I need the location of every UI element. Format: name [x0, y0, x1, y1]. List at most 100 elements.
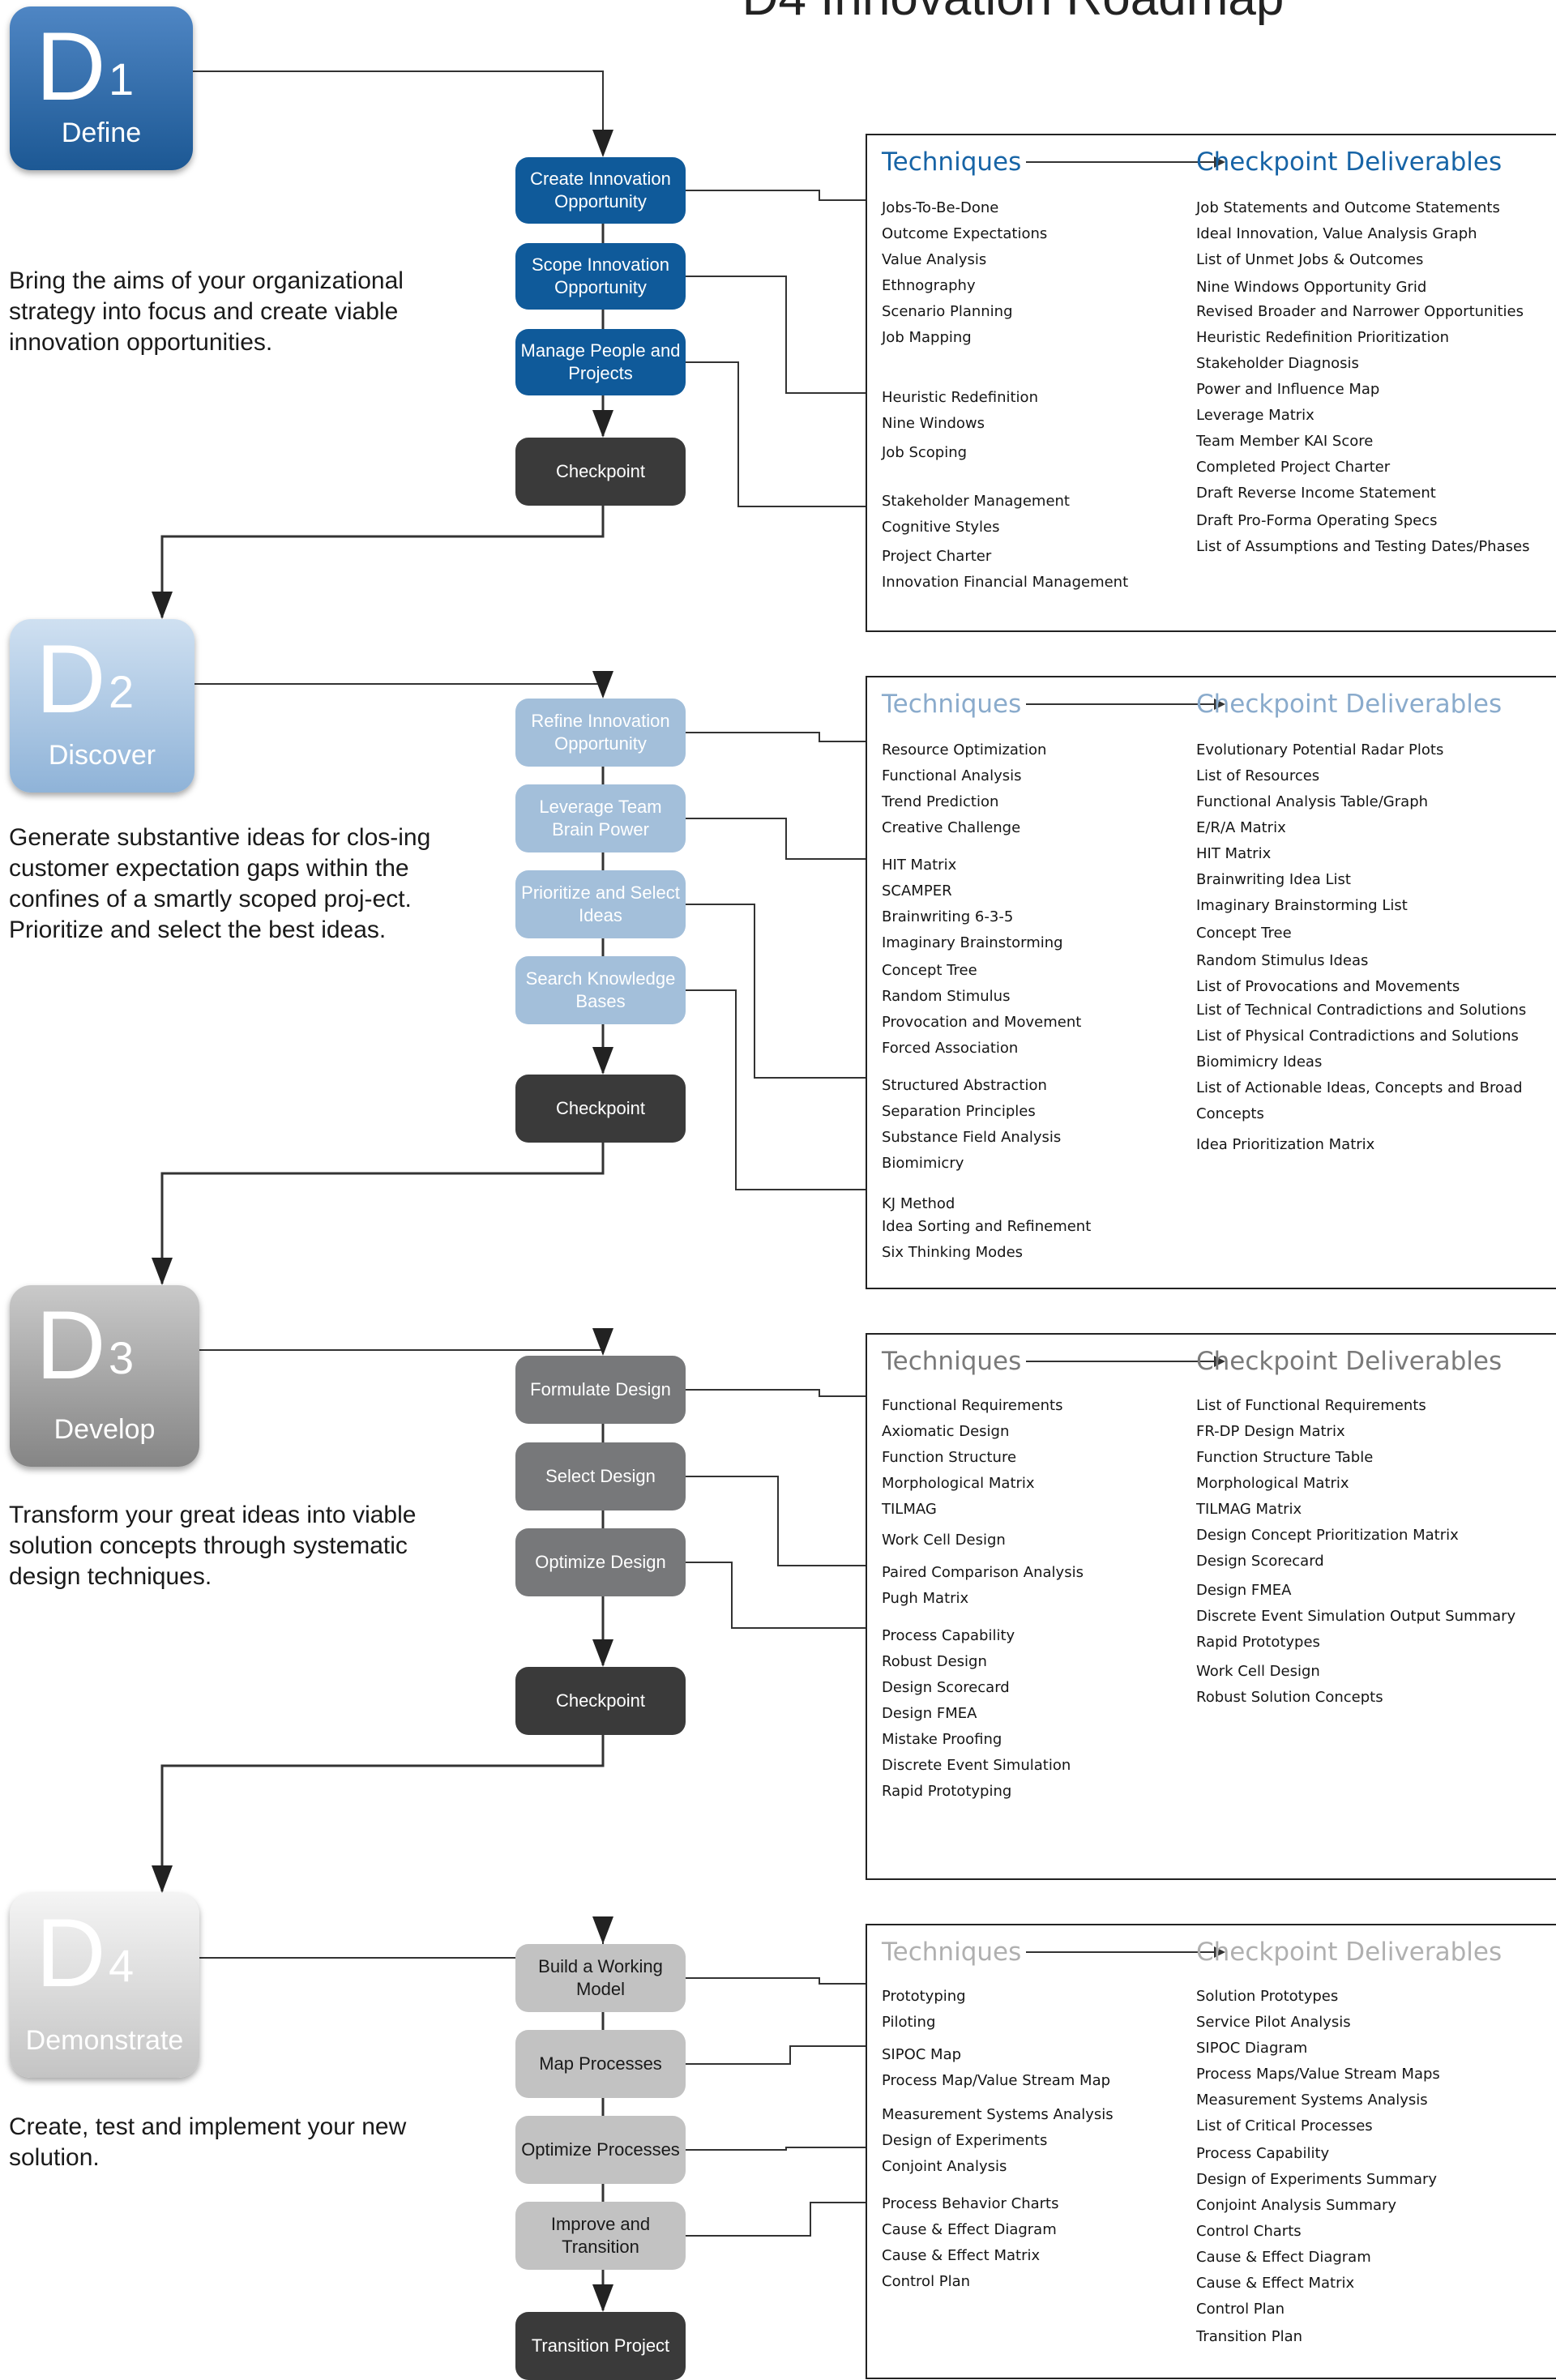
stage-2-step-3[interactable]: Prioritize and Select Ideas: [515, 870, 686, 938]
technique-item: Control Plan: [882, 2273, 971, 2290]
stage-4-number: 4: [109, 1940, 135, 1991]
deliverable-item: Function Structure Table: [1196, 1449, 1374, 1466]
stage-1-description: Bring the aims of your organizational st…: [9, 267, 404, 356]
stage-3-number: 3: [109, 1332, 135, 1383]
deliverable-item: Random Stimulus Ideas: [1196, 952, 1369, 969]
stage-3-step-1[interactable]: Formulate Design: [515, 1356, 686, 1424]
stage-4-heading-arrow: [1026, 1946, 1225, 1958]
technique-item: HIT Matrix: [882, 857, 957, 874]
stage-2-step-1-link: [686, 732, 866, 742]
stage-3-step-3[interactable]: Optimize Design: [515, 1528, 686, 1596]
technique-item: Morphological Matrix: [882, 1475, 1035, 1492]
stage-1-step-2-link: [686, 276, 866, 394]
technique-item: Imaginary Brainstorming: [882, 934, 1063, 951]
technique-item: Nine Windows: [882, 415, 985, 432]
stage-3-step-3-link: [686, 1562, 866, 1629]
stage-3-name: Develop: [53, 1414, 156, 1445]
technique-item: Work Cell Design: [882, 1532, 1006, 1549]
stage-3-checkpoint[interactable]: Checkpoint: [515, 1667, 686, 1735]
stage-3-step-1-link: [686, 1389, 866, 1397]
deliverable-item: Design of Experiments Summary: [1196, 2171, 1438, 2188]
stage-2-step-1[interactable]: Refine Innovation Opportunity: [515, 699, 686, 767]
stage-4-step-1[interactable]: Build a Working Model: [515, 1944, 686, 2012]
technique-item: Scenario Planning: [882, 303, 1013, 320]
technique-item: Provocation and Movement: [882, 1014, 1082, 1031]
technique-item: Process Capability: [882, 1627, 1015, 1644]
page-title: D4 Innovation Roadmap: [567, 0, 1459, 27]
deliverable-item: Process Capability: [1196, 2145, 1330, 2162]
deliverable-item: Draft Pro-Forma Operating Specs: [1196, 512, 1438, 529]
technique-item: Cause & Effect Diagram: [882, 2221, 1057, 2238]
deliverable-item: Heuristic Redefinition Prioritization: [1196, 329, 1450, 346]
deliverable-item: FR-DP Design Matrix: [1196, 1423, 1345, 1440]
technique-item: Function Structure: [882, 1449, 1017, 1466]
technique-item: Stakeholder Management: [882, 493, 1070, 510]
stage-2-exit-line: [160, 1143, 605, 1284]
stage-4-checkpoint-arrow: [592, 2284, 613, 2312]
stage-3-step-2[interactable]: Select Design: [515, 1442, 686, 1510]
deliverable-item: Rapid Prototypes: [1196, 1634, 1320, 1651]
stage-1-heading-arrow: [1026, 156, 1225, 168]
technique-item: Job Mapping: [882, 329, 972, 346]
technique-item: Prototyping: [882, 1988, 966, 2005]
stage-4-checkpoint[interactable]: Transition Project: [515, 2312, 686, 2380]
technique-item: Forced Association: [882, 1040, 1019, 1057]
stage-1-step-2[interactable]: Scope Innovation Opportunity: [515, 243, 686, 310]
deliverable-item: Morphological Matrix: [1196, 1475, 1349, 1492]
deliverable-item: Concept Tree: [1196, 925, 1292, 942]
technique-item: Conjoint Analysis: [882, 2158, 1007, 2175]
deliverable-item: Design Concept Prioritization Matrix: [1196, 1527, 1459, 1544]
stage-2-heading-arrow: [1026, 699, 1225, 710]
technique-item: SIPOC Map: [882, 2046, 962, 2063]
deliverable-item: Draft Reverse Income Statement: [1196, 485, 1436, 502]
stage-4-step-1-link: [686, 1977, 866, 1985]
deliverable-item: Revised Broader and Narrower Opportuniti…: [1196, 303, 1524, 320]
technique-item: Axiomatic Design: [882, 1423, 1010, 1440]
technique-item: Separation Principles: [882, 1103, 1036, 1120]
technique-item: Design FMEA: [882, 1705, 977, 1722]
stage-1-entry-arrow: [592, 130, 613, 157]
deliverable-item: Completed Project Charter: [1196, 459, 1391, 476]
stage-3-exit-arrow: [152, 1865, 173, 1893]
stage-1-step-1[interactable]: Create Innovation Opportunity: [515, 157, 686, 224]
stage-4-step-3[interactable]: Optimize Processes: [515, 2116, 686, 2184]
stage-2-checkpoint[interactable]: Checkpoint: [515, 1075, 686, 1143]
stage-4-step-4[interactable]: Improve and Transition: [515, 2202, 686, 2270]
stage-1-checkpoint-arrow: [592, 410, 613, 438]
stage-1-step-3[interactable]: Manage People and Projects: [515, 329, 686, 395]
stage-2-exit-arrow: [152, 1258, 173, 1285]
stage-2-step-4-link: [686, 989, 866, 1190]
stage-2-step-2[interactable]: Leverage Team Brain Power: [515, 784, 686, 852]
technique-item: Jobs-To-Be-Done: [882, 199, 999, 216]
stage-4-deliverables-heading: Checkpoint Deliverables: [1196, 1938, 1503, 1967]
stage-2-description: Generate substantive ideas for clos-ing …: [9, 824, 431, 943]
technique-item: Ethnography: [882, 277, 976, 294]
stage-2-number: 2: [109, 666, 135, 717]
stage-4-step-2[interactable]: Map Processes: [515, 2030, 686, 2098]
stage-1-checkpoint[interactable]: Checkpoint: [515, 438, 686, 506]
technique-item: Robust Design: [882, 1653, 987, 1670]
stage-1-letter: D: [36, 12, 106, 121]
technique-item: Heuristic Redefinition: [882, 389, 1038, 406]
stage-2-name: Discover: [48, 740, 156, 771]
deliverable-item: E/R/A Matrix: [1196, 819, 1286, 836]
technique-item: Structured Abstraction: [882, 1077, 1047, 1094]
stage-4-step-2-link: [686, 2045, 866, 2065]
deliverable-item: Solution Prototypes: [1196, 1988, 1339, 2005]
technique-item: Trend Prediction: [882, 793, 999, 810]
stage-1-exit-arrow: [152, 592, 173, 619]
stage-1-techniques-heading: Techniques: [882, 147, 1022, 177]
stage-2-step-3-link: [686, 904, 866, 1079]
technique-item: Functional Requirements: [882, 1397, 1063, 1414]
technique-item: Pugh Matrix: [882, 1590, 969, 1607]
technique-item: Measurement Systems Analysis: [882, 2106, 1114, 2123]
deliverable-item: Biomimicry Ideas: [1196, 1053, 1323, 1070]
stage-2-step-4[interactable]: Search Knowledge Bases: [515, 956, 686, 1024]
deliverable-item: Measurement Systems Analysis: [1196, 2092, 1428, 2109]
stage-3-entry-line: [199, 1349, 604, 1354]
stage-4-step-3-link: [686, 2147, 866, 2151]
